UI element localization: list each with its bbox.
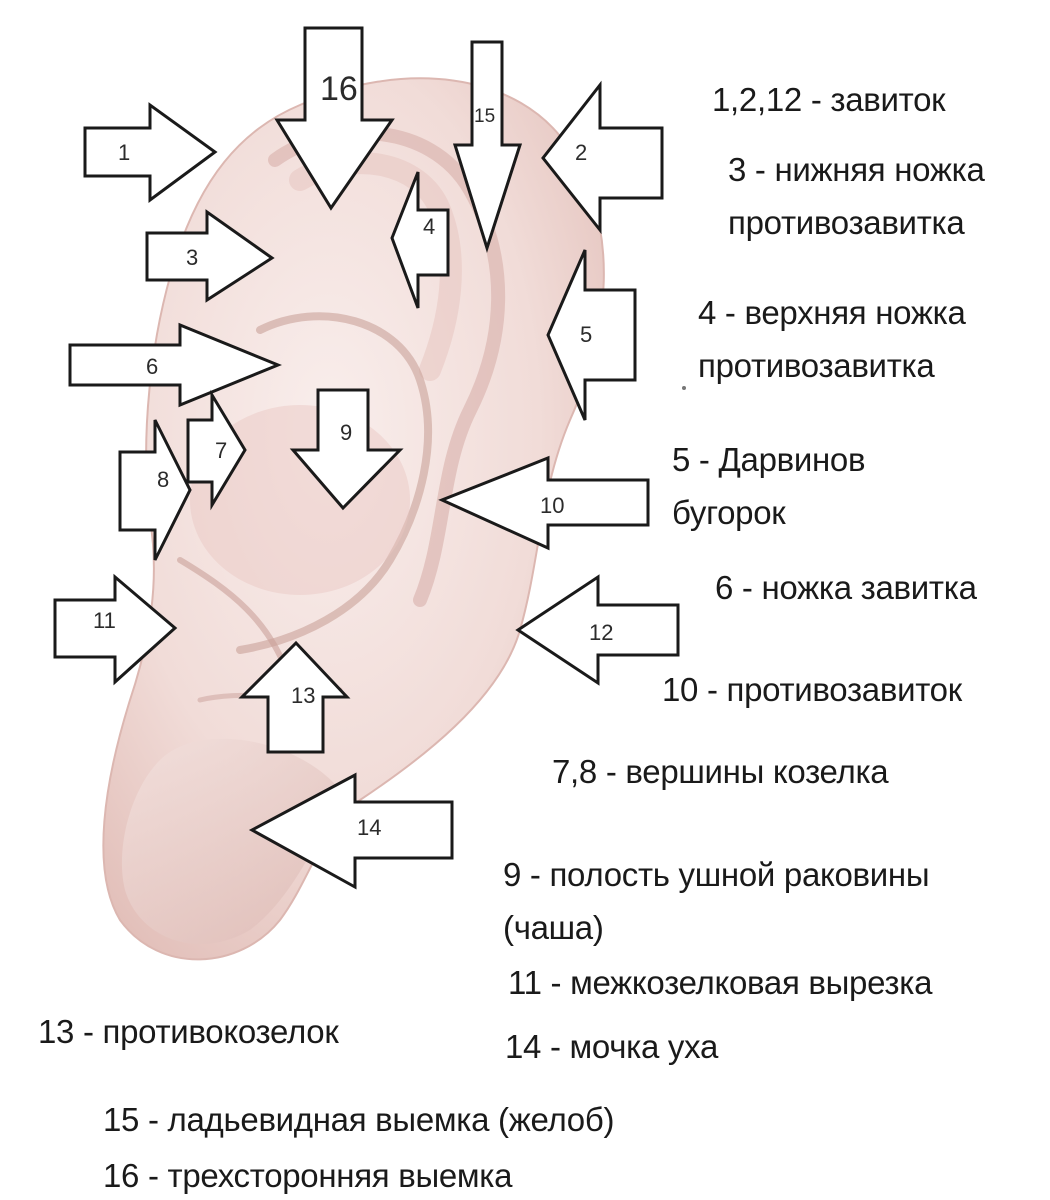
arrow-label-7: 7	[215, 438, 227, 463]
arrow-16	[274, 26, 395, 211]
arrow-14	[248, 772, 454, 890]
arrow-6	[68, 322, 282, 408]
arrow-label-12: 12	[589, 620, 613, 645]
arrow-label-2: 2	[575, 140, 587, 165]
arrow-11	[53, 573, 178, 686]
arrow-label-8: 8	[157, 467, 169, 492]
arrow-label-1: 1	[118, 140, 130, 165]
arrow-label-5: 5	[580, 322, 592, 347]
arrow-label-16: 16	[320, 70, 358, 108]
arrow-label-9: 9	[340, 420, 352, 445]
arrow-12	[515, 574, 680, 686]
arrow-label-3: 3	[186, 245, 198, 270]
arrow-number-labels: 1 2 3 4 5 6 7 8 9 10 11 12 13 14 15 16	[93, 70, 613, 840]
arrow-label-13: 13	[291, 683, 315, 708]
arrow-label-6: 6	[146, 354, 158, 379]
stray-dot	[682, 386, 686, 390]
ear-lobe	[121, 738, 340, 945]
arrow-3	[145, 209, 275, 303]
arrow-13	[238, 640, 351, 754]
arrow-label-11: 11	[93, 608, 116, 633]
arrow-label-15: 15	[474, 106, 495, 127]
arrow-2	[541, 80, 664, 235]
arrow-10	[438, 455, 650, 551]
arrow-5	[546, 249, 637, 421]
arrow-8	[118, 419, 192, 561]
pointer-arrows	[53, 26, 680, 890]
arrow-label-10: 10	[540, 493, 564, 518]
arrow-15	[452, 40, 523, 253]
antihelix-ridge	[236, 312, 433, 654]
arrow-9	[289, 388, 404, 511]
arrow-1	[83, 102, 218, 203]
arrow-4	[390, 171, 450, 309]
arrow-label-14: 14	[357, 815, 381, 840]
arrow-label-4: 4	[423, 214, 435, 239]
arrow-7	[186, 389, 247, 511]
